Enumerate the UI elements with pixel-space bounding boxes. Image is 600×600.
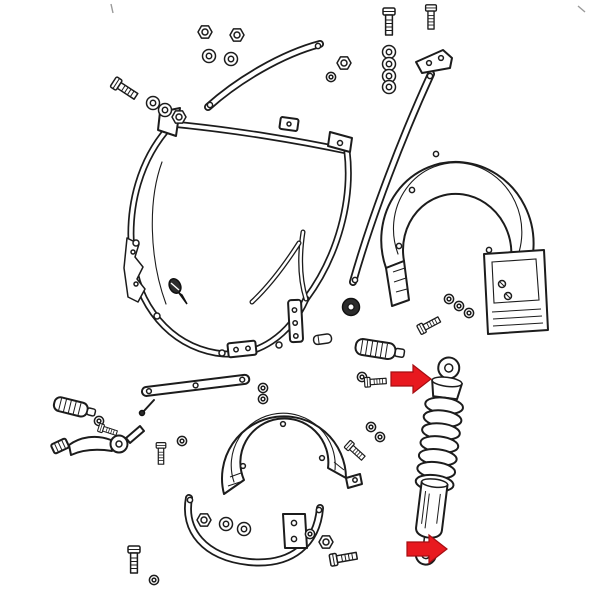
- shock-damper-body: [415, 478, 449, 539]
- nut: [336, 56, 352, 70]
- washer: [218, 516, 234, 532]
- nut: [196, 513, 212, 527]
- highlight-arrow-upper: [390, 363, 432, 395]
- fender-stay-bar: [140, 373, 251, 397]
- washer: [148, 574, 160, 586]
- spacer-bushing: [341, 297, 361, 317]
- washer: [236, 521, 252, 537]
- countersunk-screw: [168, 278, 188, 305]
- washer: [325, 71, 337, 83]
- scan-artifact: [577, 5, 586, 13]
- nut: [318, 535, 334, 549]
- washer: [443, 293, 455, 305]
- washer: [145, 95, 161, 111]
- washer: [381, 79, 397, 95]
- front-fender: [380, 150, 535, 307]
- upper-bracket: [415, 49, 453, 74]
- washer: [374, 431, 386, 443]
- washer: [223, 51, 239, 67]
- pivot-sleeve: [312, 333, 333, 346]
- mud-flap-plate: [483, 249, 549, 335]
- washer: [257, 393, 269, 405]
- washer: [257, 382, 269, 394]
- fender-stay-right: [349, 70, 435, 286]
- washer: [463, 307, 475, 319]
- fender-flap: [385, 260, 410, 307]
- nut: [171, 110, 187, 124]
- washer: [365, 421, 377, 433]
- washer: [381, 44, 397, 60]
- clevis-pin: [138, 399, 155, 417]
- footpeg-right: [354, 338, 406, 361]
- washer: [453, 300, 465, 312]
- washer: [157, 102, 173, 118]
- shock-absorber: [414, 356, 465, 566]
- nut: [229, 28, 245, 42]
- flap-screw: [503, 291, 513, 301]
- main-frame: [123, 107, 353, 359]
- washer: [381, 56, 397, 72]
- highlight-arrow-lower: [406, 533, 448, 565]
- washer: [201, 48, 217, 64]
- flap-screw: [497, 279, 507, 289]
- stay-bracket: [282, 513, 308, 549]
- fender-stay-upper-left: [204, 40, 324, 111]
- nut: [197, 25, 213, 39]
- rear-fender: [221, 412, 363, 495]
- footpeg-left: [52, 396, 97, 418]
- washer: [176, 435, 188, 447]
- brake-pedal: [50, 425, 145, 456]
- washer: [304, 528, 316, 540]
- scan-artifact: [110, 3, 114, 14]
